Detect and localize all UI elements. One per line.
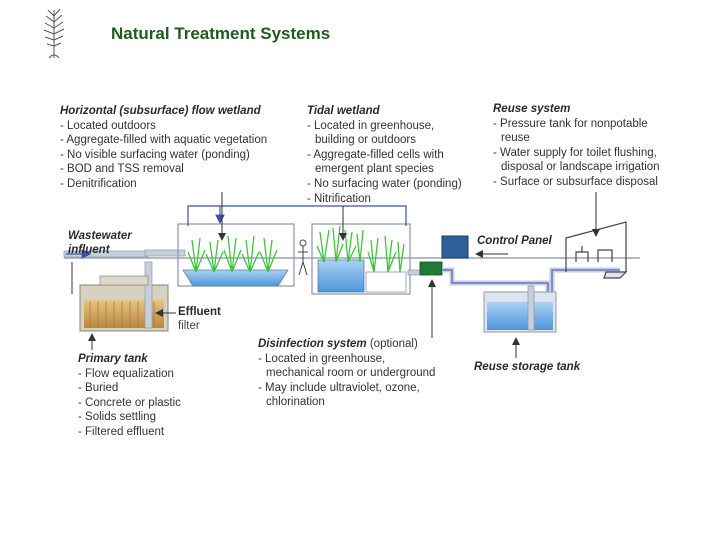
primary-tank-item: - Solids settling [78, 411, 156, 424]
reuse-system-item: - Surface or subsurface disposal [493, 175, 658, 188]
reuse-system-item: - Pressure tank for nonpotable [493, 117, 648, 130]
horizontal-wetland-item: - No visible surfacing water (ponding) [60, 148, 250, 161]
primary-tank-item: - Filtered effluent [78, 425, 165, 438]
disinfection-system-description: Disinfection system (optional) - Located… [258, 337, 435, 410]
tidal-wetland-description: Tidal wetland - Located in greenhouse, b… [307, 104, 462, 206]
horizontal-flow-wetland [177, 223, 295, 287]
reuse-system-item: reuse [501, 132, 530, 145]
reuse-storage-tank-label: Reuse storage tank [474, 361, 581, 373]
horizontal-wetland-header: Horizontal (subsurface) flow wetland [60, 105, 261, 117]
tidal-wetland-item: building or outdoors [315, 134, 417, 147]
page-title: Natural Treatment Systems [111, 24, 331, 43]
reuse-system-header: Reuse system [493, 103, 571, 115]
primary-tank-item: - Buried [78, 382, 119, 395]
reuse-system-item: - Water supply for toilet flushing, [493, 146, 657, 159]
influent-label: influent [68, 244, 110, 256]
filter-label: filter [178, 320, 200, 332]
reuse-system-description: Reuse system - Pressure tank for nonpota… [493, 102, 660, 190]
horizontal-wetland-item: - Located outdoors [60, 119, 156, 132]
wastewater-label: Wastewater [68, 230, 132, 242]
horizontal-wetland-item: - BOD and TSS removal [60, 163, 184, 176]
reuse-storage-tank [483, 285, 557, 333]
tidal-wetland-item: - Located in greenhouse, [307, 119, 435, 132]
tidal-wetland-item: emergent plant species [315, 163, 434, 176]
disinfection-item: - May include ultraviolet, ozone, [258, 381, 420, 394]
effluent-label: Effluent [178, 306, 221, 318]
disinfection-item: mechanical room or underground [266, 367, 436, 380]
recirculation-pipe [187, 205, 407, 226]
control-panel-label: Control Panel [477, 235, 552, 247]
tidal-wetland [311, 223, 411, 295]
disinfection-header: Disinfection system [258, 338, 367, 350]
disinfection-item: - Located in greenhouse, [258, 352, 386, 365]
control-panel-box [441, 235, 469, 259]
disinfection-header-suffix: (optional) [366, 338, 418, 350]
horizontal-wetland-description: Horizontal (subsurface) flow wetland - L… [60, 104, 267, 192]
tidal-wetland-item: - No surfacing water (ponding) [307, 177, 462, 190]
pipe-to-wetland [144, 249, 186, 257]
primary-tank-header: Primary tank [78, 353, 148, 365]
person-figure [298, 239, 308, 276]
disinfection-item: chlorination [266, 396, 325, 409]
tidal-wetland-item: - Aggregate-filled cells with [307, 148, 444, 161]
primary-tank-description: Primary tank - Flow equalization - Burie… [78, 352, 181, 440]
tidal-wetland-item: - Nitrification [307, 192, 371, 205]
reuse-system-item: disposal or landscape irrigation [501, 161, 660, 174]
primary-tank-item: - Flow equalization [78, 367, 174, 380]
horizontal-wetland-item: - Denitrification [60, 177, 137, 190]
horizontal-wetland-item: - Aggregate-filled with aquatic vegetati… [60, 134, 268, 147]
primary-tank [79, 261, 169, 332]
primary-tank-item: - Concrete or plastic [78, 396, 181, 409]
tidal-wetland-header: Tidal wetland [307, 105, 380, 117]
disinfection-unit [419, 261, 443, 276]
plant-icon [43, 8, 65, 59]
